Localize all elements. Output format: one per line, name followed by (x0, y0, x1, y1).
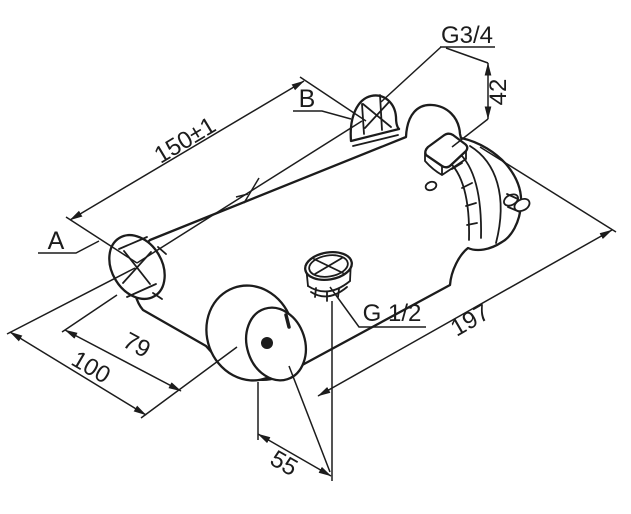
top-union-nut (349, 94, 401, 147)
dim-inlet-height: 42 (451, 62, 512, 148)
side-nub (503, 193, 531, 213)
g34-text: G3/4 (441, 22, 493, 49)
label-top-thread: G3/4 (380, 22, 495, 103)
label-b: B (293, 85, 352, 120)
label-a-text: A (48, 227, 65, 255)
g12-text: G 1/2 (363, 300, 422, 327)
dim-150-label: 150±1 (150, 112, 221, 169)
nut-b-cross-icon (362, 101, 392, 129)
dim-55-label: 55 (265, 445, 302, 482)
dim-197-label: 197 (446, 299, 494, 342)
knob-indicator (284, 313, 291, 329)
temp-handle-grip (446, 145, 502, 244)
flow-knob (205, 284, 308, 382)
body-hole (424, 180, 438, 192)
wall-bracket (424, 132, 469, 176)
knob-dot (261, 337, 273, 349)
left-union-nut (108, 233, 167, 301)
dim-79-label: 79 (118, 327, 154, 363)
dim-42-label: 42 (485, 79, 512, 106)
label-a: A (38, 227, 100, 255)
label-b-text: B (299, 85, 316, 113)
